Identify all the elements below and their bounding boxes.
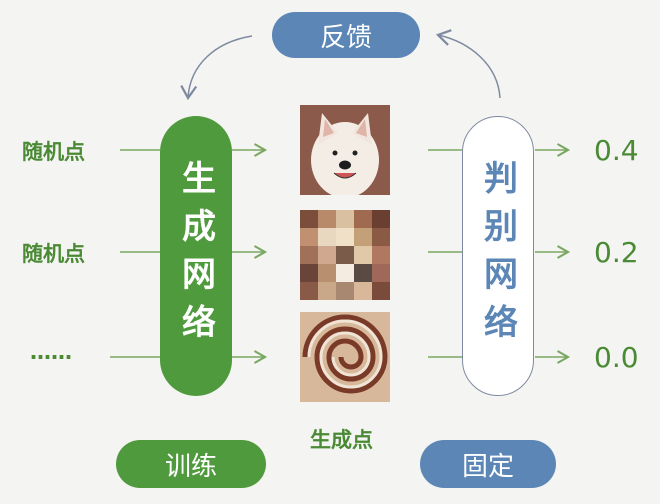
fixed-pill: 固定 (420, 440, 556, 488)
generator-label: 生成网络 (175, 160, 216, 352)
discriminator-label: 判别网络 (477, 160, 518, 352)
discriminator-network: 判别网络 (462, 116, 534, 396)
dog-photo (300, 105, 390, 195)
random-point-label-2: 随机点 (22, 242, 85, 266)
output-score-1: 0.4 (594, 134, 639, 167)
pixelated-image (300, 210, 390, 300)
train-label: 训练 (164, 451, 217, 482)
generated-points-caption: 生成点 (310, 428, 373, 452)
output-score-3: 0.0 (594, 341, 639, 374)
output-score-2: 0.2 (594, 236, 639, 269)
random-point-label-1: 随机点 (22, 140, 85, 164)
feedback-pill: 反馈 (272, 12, 420, 58)
fixed-label: 固定 (461, 451, 514, 482)
swirl-image (300, 312, 390, 402)
feedback-label: 反馈 (319, 22, 372, 53)
train-pill: 训练 (116, 440, 266, 488)
generator-network: 生成网络 (160, 116, 232, 396)
ellipsis-label: …… (30, 340, 72, 364)
